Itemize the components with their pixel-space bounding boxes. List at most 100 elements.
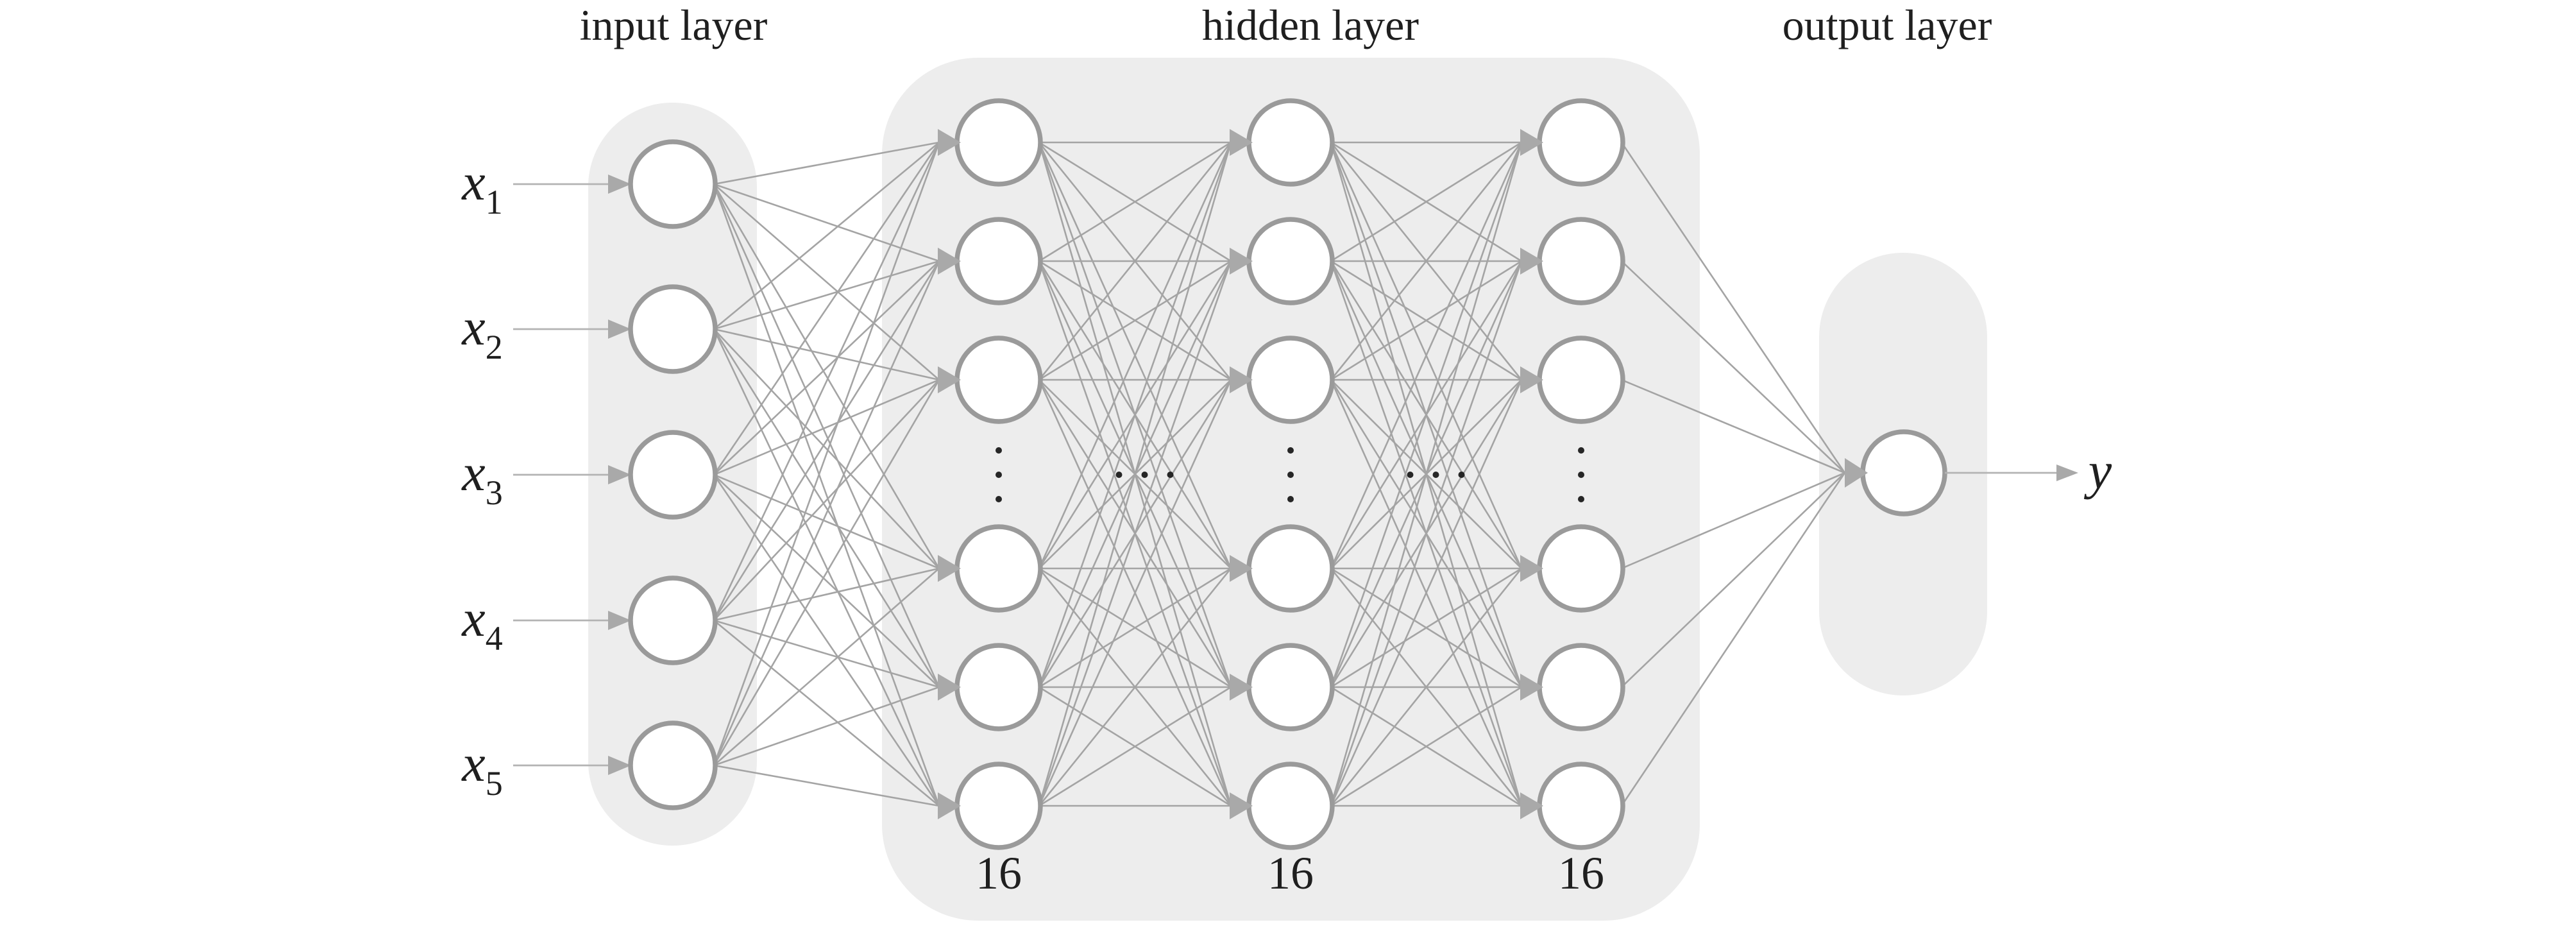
input-arrowhead-icon [608, 175, 631, 194]
input-var-subscript: 5 [486, 764, 503, 803]
edge [713, 764, 940, 807]
edge-arrowhead-icon [1230, 248, 1253, 275]
hidden-node [1537, 98, 1625, 187]
hidden-node [954, 643, 1043, 731]
input-label-x4: x4 [461, 589, 502, 658]
edge [713, 328, 940, 381]
edge [713, 686, 940, 767]
edge [1038, 142, 1232, 569]
input-var-subscript: 3 [486, 473, 503, 512]
input-label-x5: x5 [461, 734, 502, 803]
edge [1330, 142, 1523, 688]
edge [1621, 260, 1845, 473]
edge [1038, 142, 1232, 380]
edge [713, 328, 940, 569]
output-arrow: y [1945, 441, 2112, 500]
ellipsis-dot [996, 447, 1002, 454]
hidden-node [954, 98, 1043, 187]
edge [713, 328, 940, 688]
hidden-node [1537, 217, 1625, 305]
output-arrowhead-icon [2056, 464, 2078, 481]
input-var: x [461, 298, 485, 356]
hidden-layer-panel [882, 58, 1700, 921]
edge [713, 141, 940, 330]
input-layer-title: input layer [580, 1, 768, 49]
edge-mesh [713, 141, 1846, 807]
edge-arrowhead-icon [938, 129, 961, 156]
hidden-node [1246, 98, 1335, 187]
edge [713, 568, 940, 766]
edge [1038, 260, 1232, 806]
edge-arrowhead-icon [1520, 674, 1543, 701]
edge [1038, 142, 1232, 806]
output-layer-title: output layer [1783, 1, 1992, 49]
edge [1621, 472, 1845, 688]
edge [713, 260, 940, 475]
edge [713, 474, 940, 806]
edge [713, 183, 940, 688]
input-node [628, 575, 718, 665]
input-var: x [461, 443, 485, 502]
input-node [628, 284, 718, 374]
edge [713, 328, 940, 806]
ellipsis-dot [1458, 472, 1465, 478]
hidden-node [954, 762, 1043, 850]
edge [1330, 379, 1523, 806]
edge [713, 260, 940, 330]
input-node [628, 139, 718, 229]
hidden-count-label: 16 [1267, 848, 1314, 899]
edge-arrowhead-icon [1520, 555, 1543, 582]
edge [1330, 686, 1522, 807]
ellipsis-dot [1115, 472, 1123, 478]
hidden-node [1246, 336, 1335, 424]
edge [1330, 142, 1523, 380]
hidden-node [1246, 217, 1335, 305]
ellipsis-dot [1578, 472, 1584, 478]
edge [713, 142, 940, 766]
input-node [628, 720, 718, 810]
edge [713, 567, 940, 622]
input-node [628, 430, 718, 520]
edge [1330, 260, 1522, 381]
hidden-count-label: 16 [1558, 848, 1604, 899]
edge [713, 619, 940, 688]
ellipsis-dot [1167, 472, 1174, 478]
ellipsis-dot [1578, 496, 1584, 502]
input-label-x1: x1 [461, 153, 502, 221]
hidden-node [954, 336, 1043, 424]
edge-arrowhead-icon [1230, 129, 1253, 156]
edge-arrowhead-icon [938, 555, 961, 582]
edge [713, 473, 940, 570]
hidden-layer-title: hidden layer [1202, 1, 1419, 49]
edge [713, 260, 940, 621]
edge-arrowhead-icon [1845, 458, 1868, 488]
edge [713, 142, 940, 475]
ellipsis-dot [996, 496, 1002, 502]
hidden-node [1246, 524, 1335, 613]
ellipsis-dot [1287, 447, 1294, 454]
ellipsis-dot [1578, 447, 1584, 454]
edge [1330, 260, 1523, 806]
nodes [628, 98, 1947, 850]
edge [713, 379, 940, 621]
edge [713, 183, 940, 569]
edge [1038, 260, 1232, 381]
edge [1330, 141, 1522, 262]
input-var-subscript: 1 [486, 183, 503, 221]
edge [1038, 567, 1232, 688]
input-var-subscript: 2 [486, 328, 503, 366]
edge [713, 260, 940, 766]
ellipsis-dots [996, 447, 1584, 502]
edge [1620, 142, 1846, 473]
edge [1330, 142, 1523, 806]
input-arrowhead-icon [608, 320, 631, 339]
edge [713, 619, 940, 807]
edge-arrowhead-icon [1520, 366, 1543, 393]
edge [713, 141, 940, 185]
edge [1038, 686, 1232, 807]
hidden-node [1537, 524, 1625, 613]
input-arrowhead-icon [608, 611, 631, 630]
edge [1330, 568, 1523, 806]
